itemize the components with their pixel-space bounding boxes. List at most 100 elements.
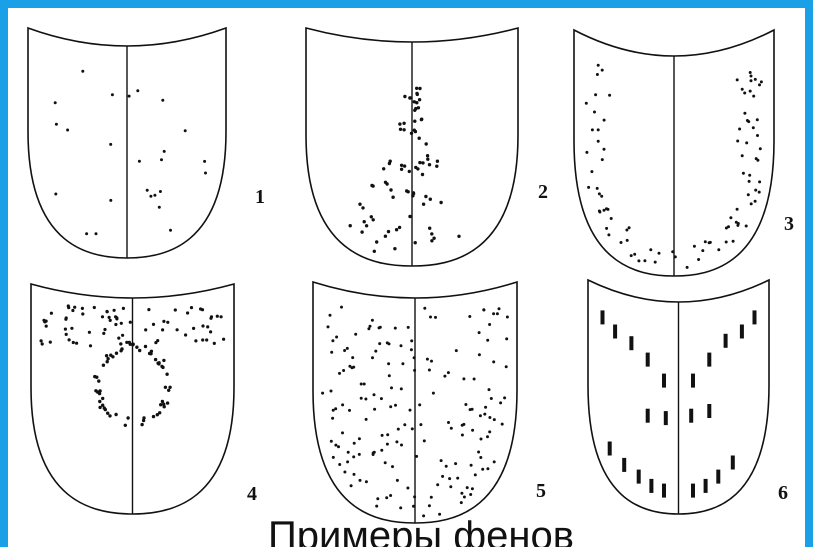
pattern-dot [607, 208, 610, 211]
pattern-dot [436, 160, 439, 163]
pattern-dot [205, 338, 208, 341]
pattern-dot [480, 438, 483, 441]
pattern-dot [359, 479, 362, 482]
pattern-dot [363, 220, 366, 223]
panel-number-5: 5 [536, 480, 546, 503]
slide-canvas: 1 2 3 4 5 6 Примеры фенов [8, 8, 805, 547]
pattern-dot [496, 312, 499, 315]
pattern-dot [102, 332, 105, 335]
pattern-dot [363, 383, 366, 386]
pattern-dot [743, 92, 746, 95]
pattern-dot [486, 435, 489, 438]
pattern-dot [423, 307, 426, 310]
pattern-dot [411, 194, 414, 197]
pattern-dot [499, 401, 502, 404]
pattern-dot [115, 352, 118, 355]
pattern-dot [114, 413, 117, 416]
pattern-dot [184, 333, 187, 336]
pattern-dot [454, 462, 457, 465]
pattern-dot [85, 232, 88, 235]
pattern-dot [375, 505, 378, 508]
shield-panel-1 [28, 28, 226, 258]
pattern-dot [406, 487, 409, 490]
pattern-dot [342, 369, 345, 372]
pattern-dot [471, 429, 474, 432]
pattern-dot [105, 310, 108, 313]
pattern-dot [440, 459, 443, 462]
pattern-dot [75, 342, 78, 345]
pattern-dot [432, 392, 435, 395]
pattern-dash [649, 479, 653, 493]
phene-shields-diagram [8, 8, 805, 547]
pattern-dot [370, 215, 373, 218]
pattern-dot [600, 195, 603, 198]
pattern-dot [117, 337, 120, 340]
pattern-dot [54, 193, 57, 196]
pattern-dot [64, 318, 67, 321]
pattern-dot [98, 406, 101, 409]
pattern-dot [81, 312, 84, 315]
pattern-dot [466, 486, 469, 489]
pattern-dot [163, 405, 166, 408]
shield-panel-4 [31, 284, 234, 514]
pattern-dot [464, 403, 467, 406]
pattern-dot [222, 338, 225, 341]
pattern-dot [346, 460, 349, 463]
pattern-dot [101, 404, 104, 407]
pattern-dot [457, 235, 460, 238]
pattern-dot [590, 170, 593, 173]
pattern-dot [445, 465, 448, 468]
pattern-dot [386, 433, 389, 436]
pattern-dot [736, 208, 739, 211]
pattern-dot [649, 248, 652, 251]
pattern-dot [597, 140, 600, 143]
pattern-dot [111, 355, 114, 358]
pattern-dot [633, 253, 636, 256]
pattern-dot [351, 356, 354, 359]
pattern-dot [138, 349, 141, 352]
pattern-dash [753, 310, 757, 324]
pattern-dot [341, 431, 344, 434]
pattern-dot [358, 203, 361, 206]
pattern-dot [429, 198, 432, 201]
pattern-dot [358, 453, 361, 456]
pattern-dot [153, 194, 156, 197]
pattern-dash [731, 456, 735, 470]
pattern-dot [413, 356, 416, 359]
pattern-dot [603, 119, 606, 122]
pattern-dot [488, 388, 491, 391]
pattern-dot [605, 227, 608, 230]
pattern-dot [331, 339, 334, 342]
pattern-dot [697, 258, 700, 261]
pattern-dot [643, 259, 646, 262]
pattern-dot [68, 338, 71, 341]
pattern-dot [373, 393, 376, 396]
pattern-dash [707, 353, 711, 367]
pattern-dot [201, 338, 204, 341]
pattern-dot [430, 360, 433, 363]
pattern-dot [103, 328, 106, 331]
pattern-dot [348, 409, 351, 412]
pattern-dot [603, 209, 606, 212]
pattern-dot [428, 163, 431, 166]
pattern-dot [327, 325, 330, 328]
pattern-dot [389, 494, 392, 497]
pattern-dot [506, 316, 509, 319]
pattern-dot [477, 451, 480, 454]
pattern-dot [749, 71, 752, 74]
pattern-dot [732, 240, 735, 243]
pattern-dot [469, 493, 472, 496]
pattern-dot [430, 496, 433, 499]
pattern-dot [760, 80, 763, 83]
pattern-dot [746, 119, 749, 122]
pattern-dot [484, 406, 487, 409]
pattern-dot [372, 453, 375, 456]
pattern-dot [147, 308, 150, 311]
pattern-dot [142, 416, 145, 419]
pattern-dot [384, 235, 387, 238]
pattern-dot [455, 349, 458, 352]
pattern-dot [94, 389, 97, 392]
pattern-dot [45, 325, 48, 328]
pattern-dot [353, 473, 356, 476]
pattern-dot [483, 413, 486, 416]
